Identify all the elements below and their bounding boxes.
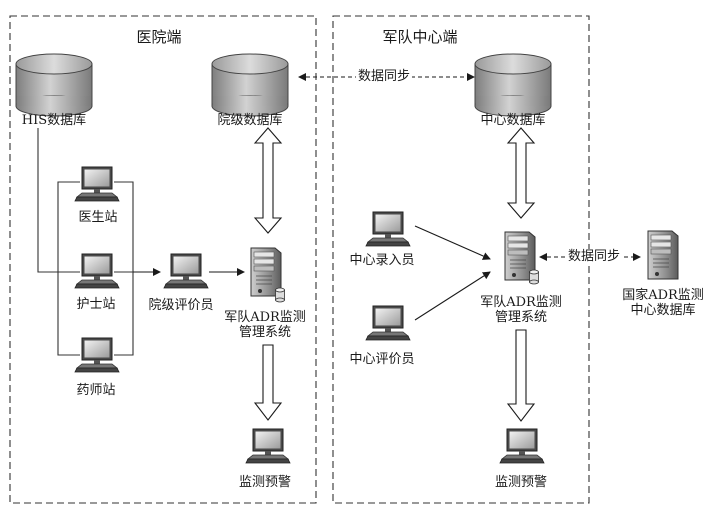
computer-icon [74, 337, 120, 373]
evaluator-to-system-arrow-2 [414, 271, 491, 321]
center-db-system-arrow [506, 127, 536, 219]
hospital-region [9, 15, 317, 504]
sync-right-label: 数据同步 [565, 249, 623, 264]
national-db-label: 国家ADR监测 中心数据库 [622, 288, 704, 318]
entry-to-system-arrow [414, 225, 491, 260]
doctor-label: 医生站 [78, 210, 118, 225]
hospital-warning-arrow [253, 344, 283, 421]
hospital-system-label: 军队ADR监测 管理系统 [224, 310, 306, 340]
computer-icon [74, 253, 120, 289]
military-system-label: 军队ADR监测 管理系统 [480, 295, 562, 325]
server-icon [647, 230, 679, 280]
database-icon [15, 53, 93, 117]
hospital-evaluator-label: 院级评价员 [148, 298, 214, 313]
database-icon [211, 53, 289, 117]
computer-icon [499, 428, 545, 464]
nurse-label: 护士站 [76, 297, 116, 312]
sync-top-label: 数据同步 [355, 69, 413, 84]
hospital-db-label: 院级数据库 [217, 113, 283, 128]
computer-icon [74, 166, 120, 202]
military-warning-arrow [506, 329, 536, 422]
center-db-label: 中心数据库 [480, 113, 546, 128]
center-evaluator-label: 中心评价员 [349, 352, 415, 367]
hospital-db-system-arrow [253, 127, 283, 234]
hospital-region-title: 医院端 [136, 28, 182, 46]
pharmacist-label: 药师站 [76, 383, 116, 398]
his-connector [37, 128, 134, 356]
his-db-label: HIS数据库 [21, 113, 87, 128]
database-icon [474, 53, 552, 117]
center-entry-label: 中心录入员 [349, 253, 415, 268]
military-warning-label: 监测预警 [494, 475, 548, 490]
computer-icon [365, 211, 411, 247]
drum-icon [529, 269, 539, 285]
computer-icon [163, 253, 209, 289]
computer-icon [365, 305, 411, 341]
drum-icon [275, 287, 285, 303]
computer-icon [245, 428, 291, 464]
hospital-warning-label: 监测预警 [238, 475, 292, 490]
military-region-title: 军队中心端 [382, 28, 458, 46]
